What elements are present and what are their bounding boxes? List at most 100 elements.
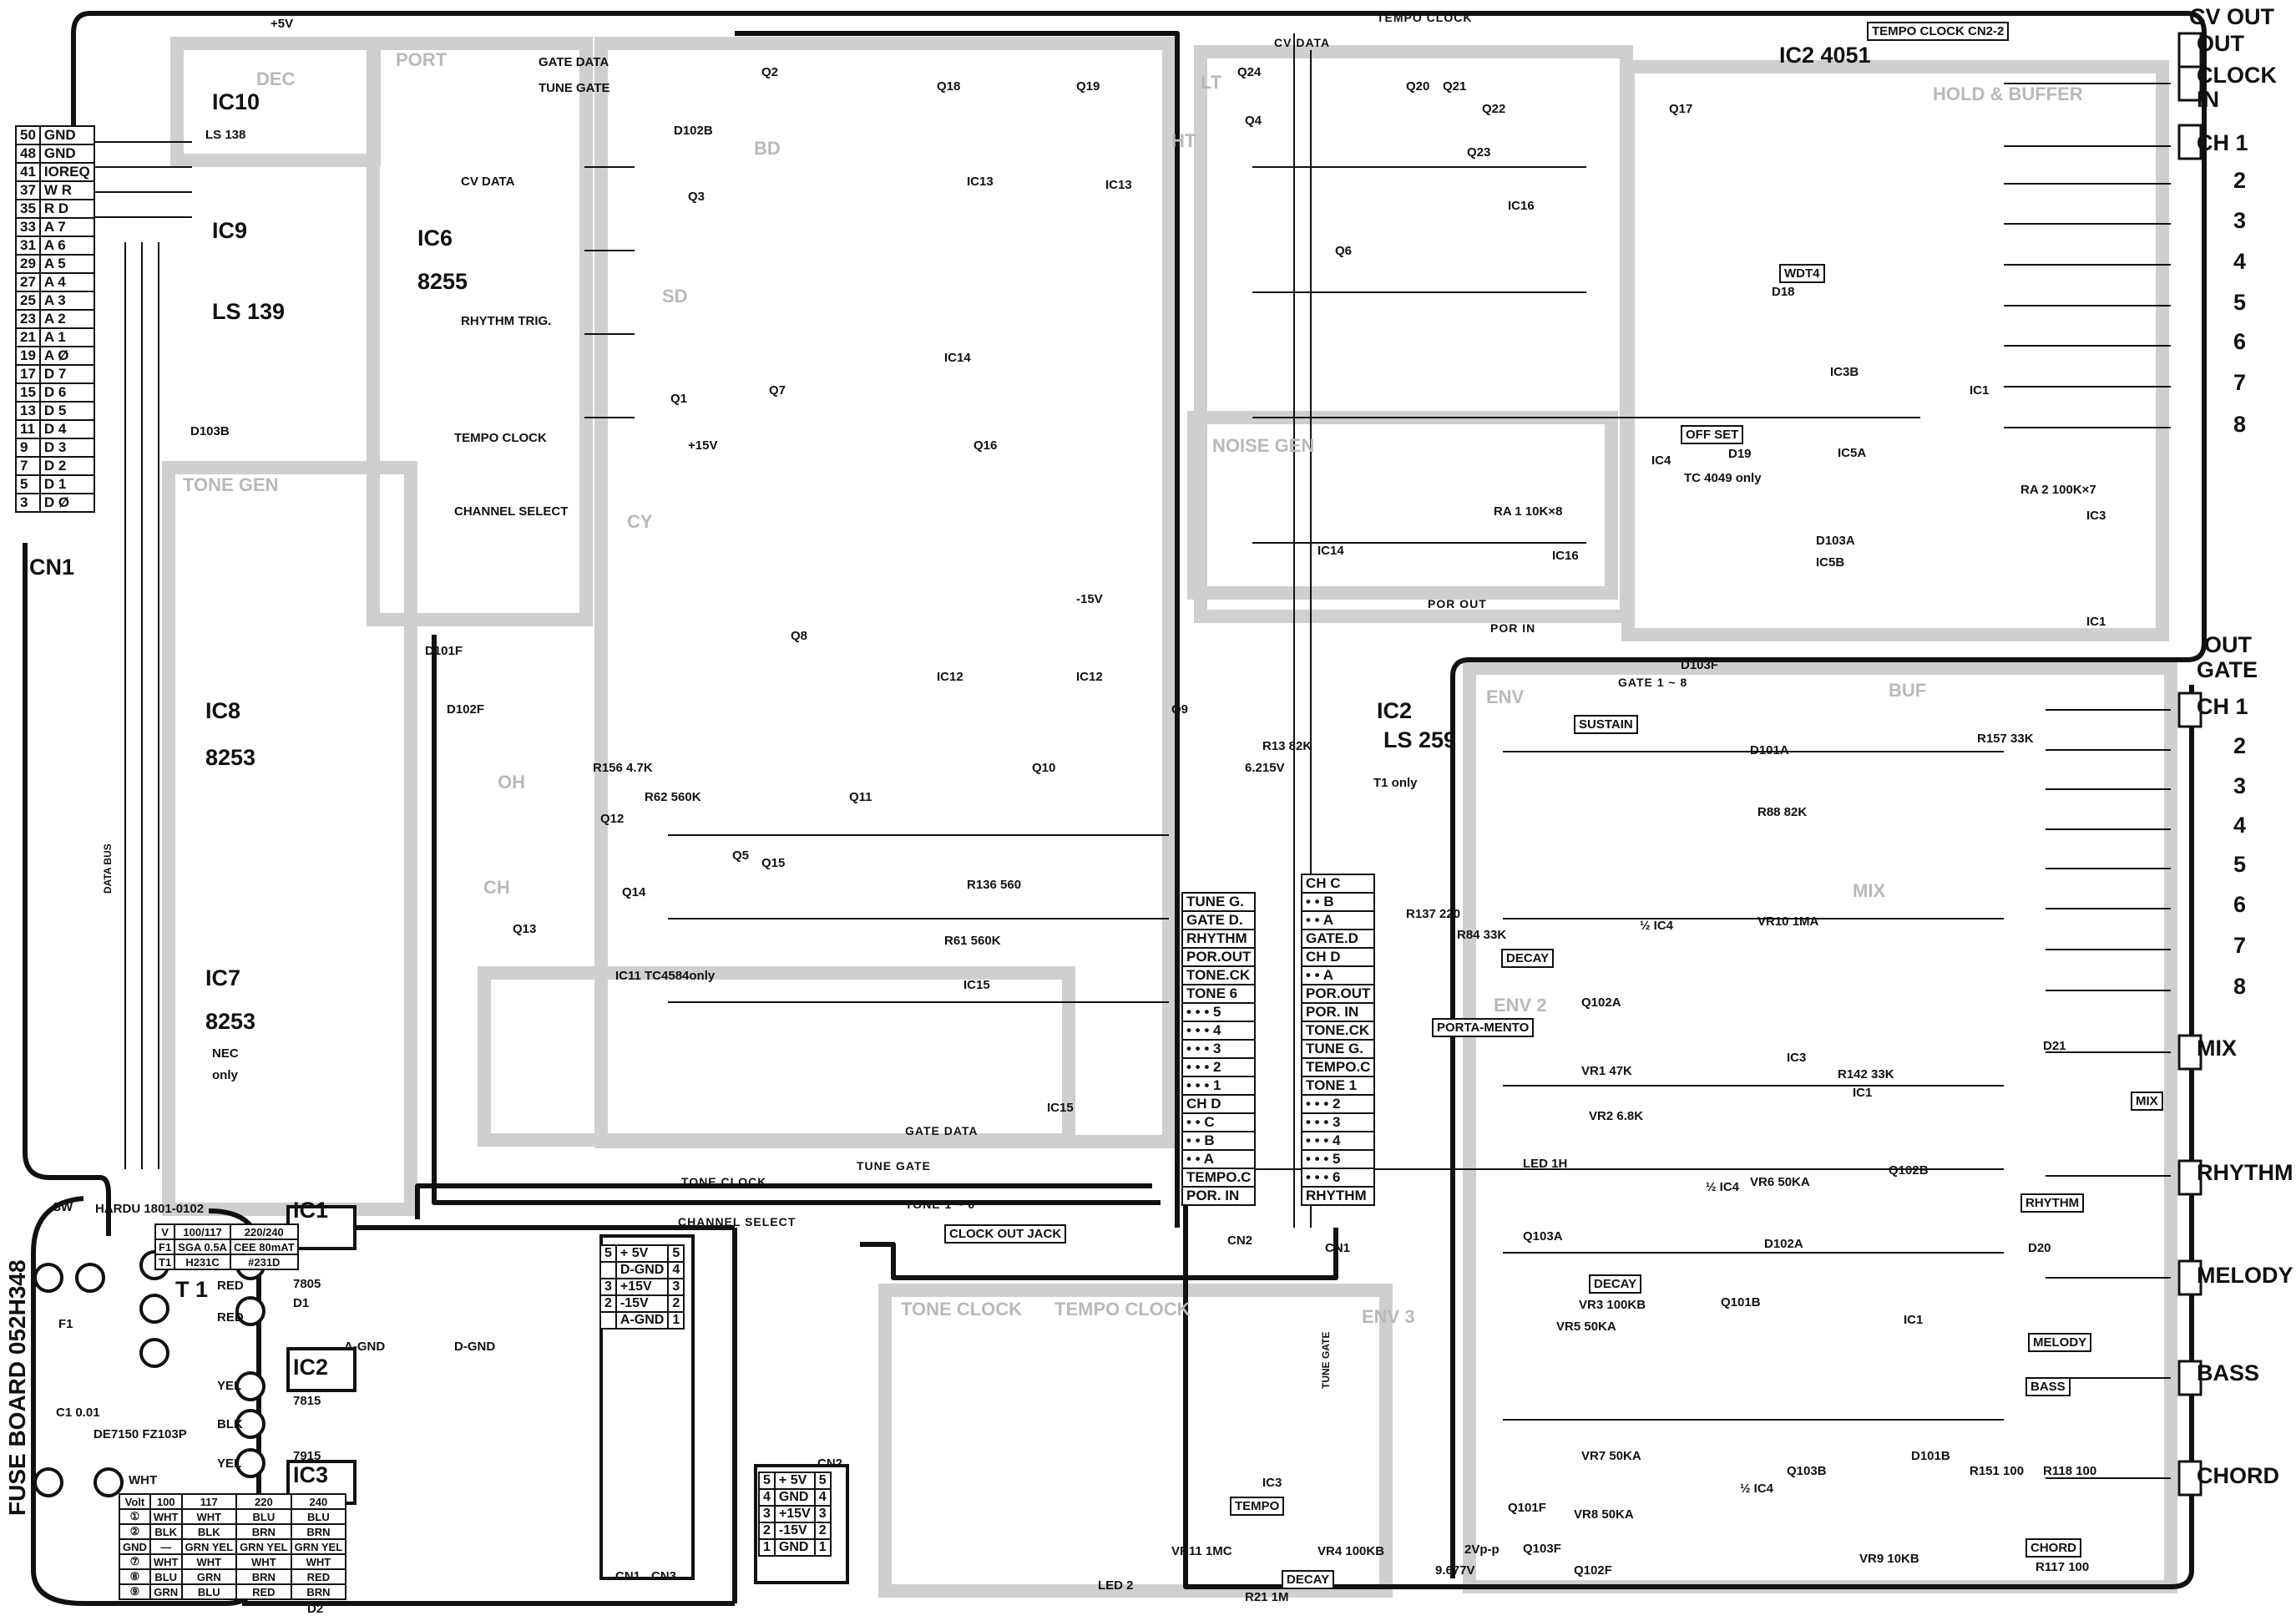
cn1-mid-pin: • • A	[1300, 910, 1376, 930]
cn1-pin-cell: IOREQ	[38, 162, 95, 182]
gate-out-ch-2[interactable]: 2	[2233, 733, 2247, 758]
cn1-mid-row: POR.OUT	[1300, 984, 1376, 1004]
component-label: VR9 10KB	[1859, 1552, 1919, 1566]
cn1-pin-cell: A Ø	[38, 346, 95, 366]
volt-cell: RED	[290, 1568, 347, 1585]
signal-por-out: POR OUT	[1428, 597, 1487, 610]
cn1-pin-cell: D Ø	[38, 493, 95, 513]
gate-out-ch-4[interactable]: 4	[2233, 813, 2247, 838]
cn1-mid-row: • • B	[1300, 892, 1376, 912]
port-tune-gate: TUNE GATE	[539, 81, 610, 95]
component-label: R142 33K	[1838, 1067, 1894, 1082]
cv-out-ch-4[interactable]: 4	[2233, 249, 2247, 274]
gate-out-ch-3[interactable]: 3	[2233, 773, 2247, 798]
cn1-mid-pin: • • A	[1300, 965, 1376, 985]
cn2-row: • • • 1	[1181, 1076, 1257, 1096]
ic4-a: ½ IC4	[1640, 919, 1674, 933]
gate-out-ch-7[interactable]: 7	[2233, 933, 2247, 958]
audio-out-bass[interactable]: BASS	[2197, 1360, 2260, 1385]
wire-color-label: YEL	[217, 1456, 242, 1471]
cn1-mid-pin: RHYTHM	[1300, 1186, 1376, 1206]
audio-out-rhythm[interactable]: RHYTHM	[2197, 1160, 2293, 1185]
gate-out-ch-1[interactable]: CH 1	[2197, 694, 2248, 719]
power-cn2-pin-cell: 1	[758, 1538, 776, 1557]
component-label: Q16	[974, 438, 998, 453]
section-buf: BUF	[1889, 680, 1927, 701]
cn2-row: TUNE G.	[1181, 892, 1257, 912]
component-label: D20	[2028, 1241, 2051, 1255]
volt-cell: WHT	[149, 1508, 183, 1525]
ic4-c: ½ IC4	[1740, 1482, 1774, 1496]
ic1-a: IC1	[1970, 383, 1990, 398]
component-label: 6.215V	[1245, 761, 1285, 775]
signal-tune-gate: TUNE GATE	[857, 1159, 931, 1173]
gate-out-ch-8[interactable]: 8	[2233, 974, 2247, 999]
bus-wires	[23, 11, 2207, 1606]
signal-tone-1-6: TONE 1 ~ 6	[905, 1198, 976, 1211]
section-env3: ENV 3	[1362, 1306, 1415, 1327]
component-label: Q18	[937, 79, 961, 94]
volt-cell: RED	[235, 1583, 292, 1600]
cn1-pin-cell: D 5	[38, 401, 95, 421]
diode-d2: D2	[307, 1602, 324, 1616]
component-label: VR1 47K	[1581, 1064, 1632, 1078]
component-label: D102F	[447, 702, 485, 717]
component-label: Q9	[1171, 702, 1189, 717]
audio-out-melody[interactable]: MELODY	[2197, 1263, 2293, 1288]
power-cn2-pin-cell: -15V	[773, 1522, 816, 1540]
wire-color-label: WHT	[129, 1473, 158, 1487]
gate-out-ch-5[interactable]: 5	[2233, 852, 2247, 877]
power-pin-cell: 5	[667, 1244, 685, 1263]
audio-out-chord[interactable]: CHORD	[2197, 1463, 2279, 1488]
cn2-pin: • • C	[1181, 1112, 1257, 1132]
gate-out-ch-6[interactable]: 6	[2233, 892, 2247, 917]
component-label: 2Vp-p	[1464, 1542, 1499, 1557]
ic3-reg: IC3	[293, 1462, 329, 1487]
cv-out-ch-8[interactable]: 8	[2233, 412, 2247, 437]
component-label: D101F	[425, 644, 463, 658]
section-port: PORT	[396, 49, 448, 70]
cv-out-ch-1[interactable]: CH 1	[2197, 130, 2248, 155]
cv-out-ch-2[interactable]: 2	[2233, 168, 2247, 193]
component-label: 9.677V	[1435, 1563, 1475, 1578]
cn1-mid-pin: • • • 2	[1300, 1094, 1376, 1114]
cn2-pin: • • • 5	[1181, 1002, 1257, 1022]
ls259-label: LS 259	[1383, 727, 1457, 752]
audio-out-mix[interactable]: MIX	[2197, 1036, 2238, 1061]
cn1-pin-cell: A 1	[38, 327, 95, 347]
power-pin-cell: 2	[667, 1294, 685, 1313]
cv-out-ch-7[interactable]: 7	[2233, 370, 2247, 395]
ic8-label: IC8	[205, 698, 241, 723]
power-cn2-pin-cell: 2	[758, 1522, 776, 1540]
cv-out-label: CV OUT	[2189, 4, 2275, 29]
cn2-pin: RHYTHM	[1181, 929, 1257, 949]
power-cn2-pin-cell: 4	[758, 1488, 776, 1507]
volt-cell: GND	[119, 1538, 151, 1555]
cv-out-ch-5[interactable]: 5	[2233, 290, 2247, 315]
cv-out-ch-6[interactable]: 6	[2233, 329, 2247, 354]
volt-cell: BLU	[180, 1583, 238, 1600]
component-label: Q17	[1669, 102, 1693, 116]
cn2-pin: • • B	[1181, 1131, 1257, 1151]
power-pin-cell: +15V	[614, 1278, 670, 1296]
cv-out-ch-3[interactable]: 3	[2233, 208, 2247, 233]
component-label: R61 560K	[944, 934, 1001, 948]
volt-cell: WHT	[180, 1508, 238, 1525]
cn1-pin-cell: 7	[15, 456, 41, 476]
cn1-mid-row: CH C	[1300, 874, 1376, 894]
volt-cell: GRN YEL	[235, 1538, 292, 1555]
